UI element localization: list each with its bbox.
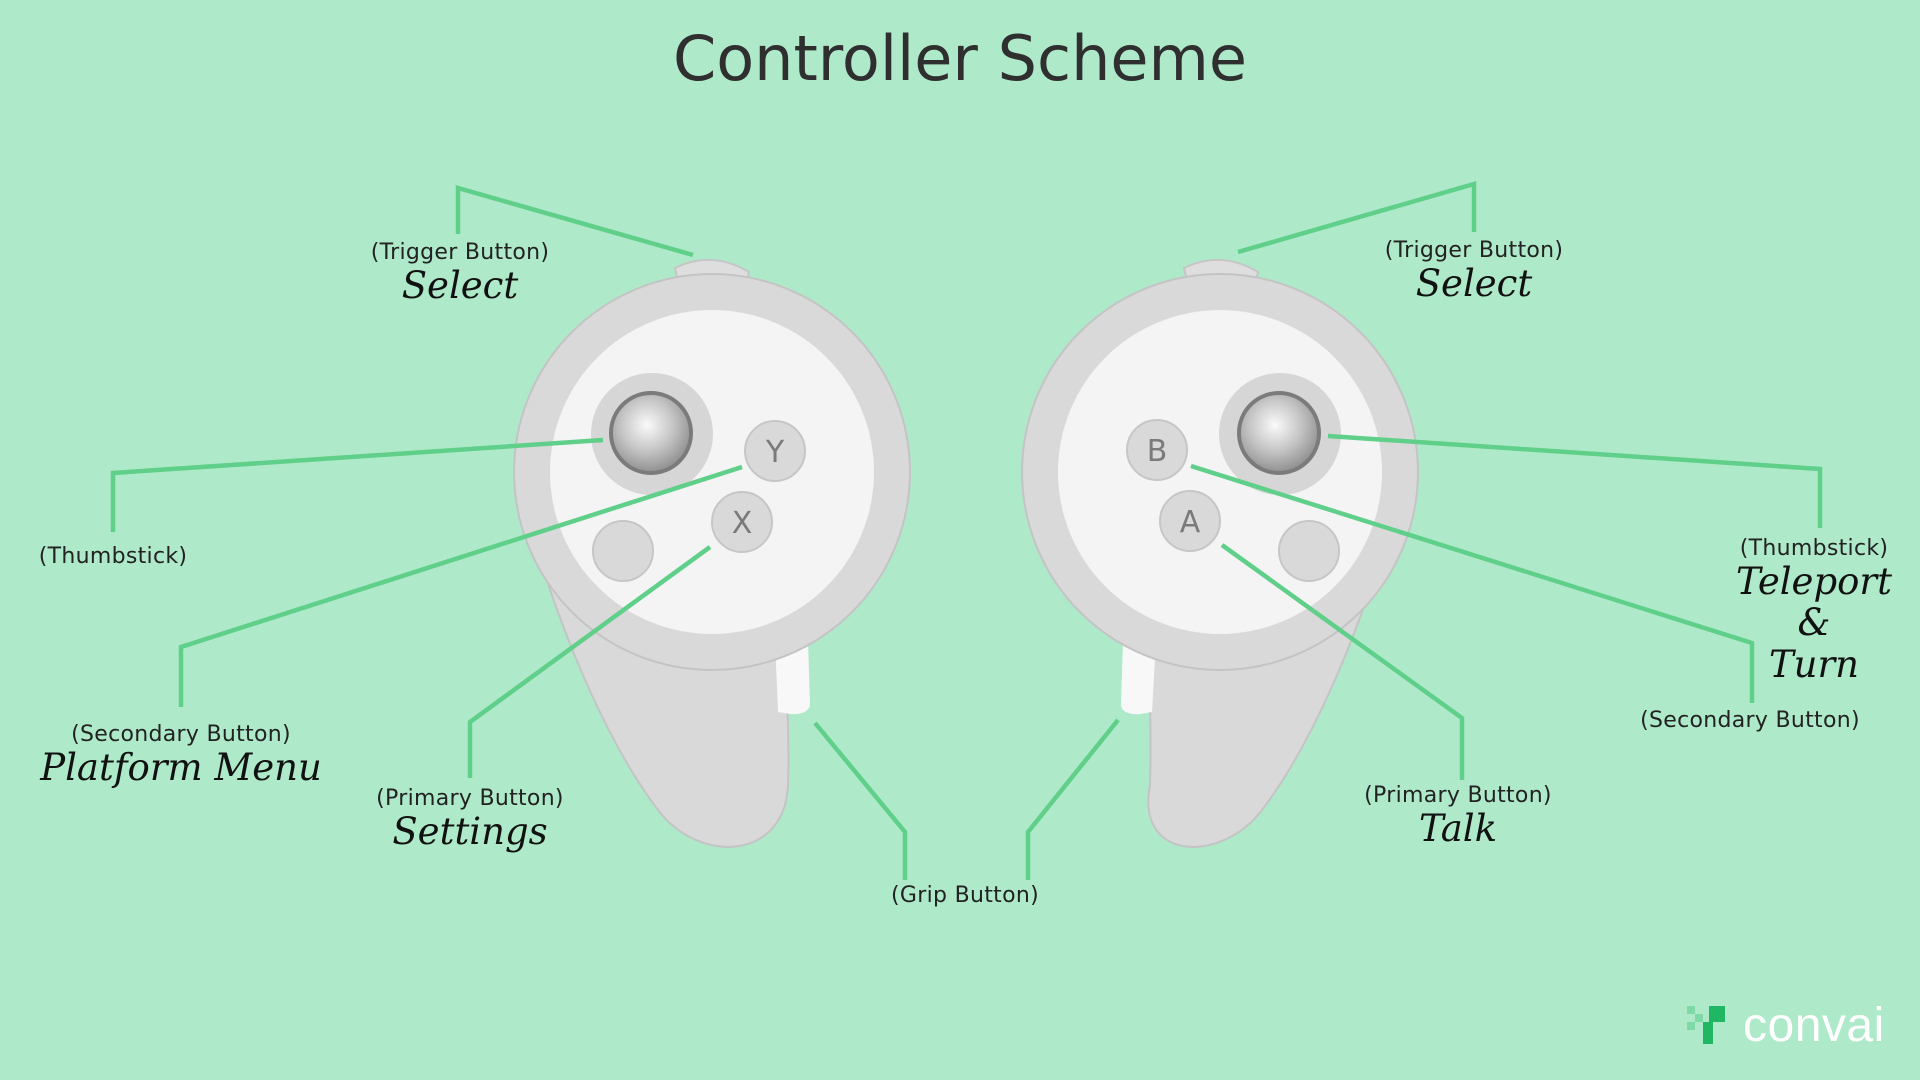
label-grip: (Grip Button) xyxy=(860,883,1070,908)
label-grip-caption: (Grip Button) xyxy=(891,883,1039,908)
label-left-thumbstick-caption: (Thumbstick) xyxy=(38,544,188,569)
label-right-trigger-action: Select xyxy=(1415,262,1533,305)
label-left-secondary: (Secondary Button) Platform Menu xyxy=(28,722,334,788)
label-right-thumbstick-action-2: & xyxy=(1797,601,1831,645)
left-y-button xyxy=(744,420,806,482)
convai-logo-text: convai xyxy=(1743,998,1885,1052)
label-right-thumbstick-action-3: Turn xyxy=(1768,642,1860,686)
label-right-trigger: (Trigger Button) Select xyxy=(1362,238,1586,304)
label-right-thumbstick-action-1: Teleport xyxy=(1736,560,1892,603)
right-a-button xyxy=(1159,490,1221,552)
label-left-primary-caption: (Primary Button) xyxy=(376,786,564,811)
right-b-label: B xyxy=(1147,434,1168,469)
label-left-trigger: (Trigger Button) Select xyxy=(348,240,572,306)
page-title: Controller Scheme xyxy=(672,22,1248,95)
label-right-primary-caption: (Primary Button) xyxy=(1364,783,1552,808)
label-right-secondary-caption: (Secondary Button) xyxy=(1640,708,1860,733)
label-right-thumbstick-caption: (Thumbstick) xyxy=(1739,536,1889,561)
right-grip-button xyxy=(1121,640,1156,715)
left-menu-button xyxy=(592,520,654,582)
leader-left-grip xyxy=(813,721,908,880)
left-controller: Y X xyxy=(513,258,911,848)
leader-left-primary xyxy=(467,545,712,778)
convai-logo-icon xyxy=(1687,1006,1725,1044)
right-menu-button xyxy=(1278,520,1340,582)
right-b-button xyxy=(1126,419,1188,481)
leader-right-trigger xyxy=(1237,181,1477,255)
label-right-thumbstick: (Thumbstick) Teleport & Turn xyxy=(1716,536,1912,685)
label-left-primary: (Primary Button) Settings xyxy=(355,786,585,852)
leader-right-grip xyxy=(1025,718,1120,880)
label-right-trigger-caption: (Trigger Button) xyxy=(1384,238,1564,263)
label-right-primary-action: Talk xyxy=(1418,807,1498,850)
label-left-secondary-action: Platform Menu xyxy=(40,746,322,789)
leader-left-thumbstick xyxy=(110,437,604,532)
leader-left-trigger xyxy=(455,185,694,258)
leader-left-secondary xyxy=(178,464,743,707)
label-left-trigger-action: Select xyxy=(401,264,519,307)
right-thumbstick-icon xyxy=(1237,391,1321,475)
right-controller: B A xyxy=(1021,258,1419,848)
left-grip-button xyxy=(775,640,810,715)
left-x-button xyxy=(711,491,773,553)
label-left-secondary-caption: (Secondary Button) xyxy=(71,722,291,747)
label-left-thumbstick: (Thumbstick) xyxy=(18,544,208,569)
label-left-trigger-caption: (Trigger Button) xyxy=(370,240,550,265)
right-a-label: A xyxy=(1180,505,1201,540)
left-x-label: X xyxy=(732,506,753,541)
label-right-secondary: (Secondary Button) xyxy=(1628,708,1872,733)
convai-logo: convai xyxy=(1685,995,1885,1055)
label-right-primary: (Primary Button) Talk xyxy=(1345,783,1571,849)
label-left-primary-action: Settings xyxy=(392,810,548,853)
left-y-label: Y xyxy=(765,435,785,470)
leader-right-thumbstick xyxy=(1327,433,1823,528)
left-thumbstick-icon xyxy=(609,391,693,475)
right-face xyxy=(1058,310,1382,634)
leader-right-primary xyxy=(1220,543,1465,780)
leader-right-secondary xyxy=(1190,463,1755,703)
left-face xyxy=(550,310,874,634)
